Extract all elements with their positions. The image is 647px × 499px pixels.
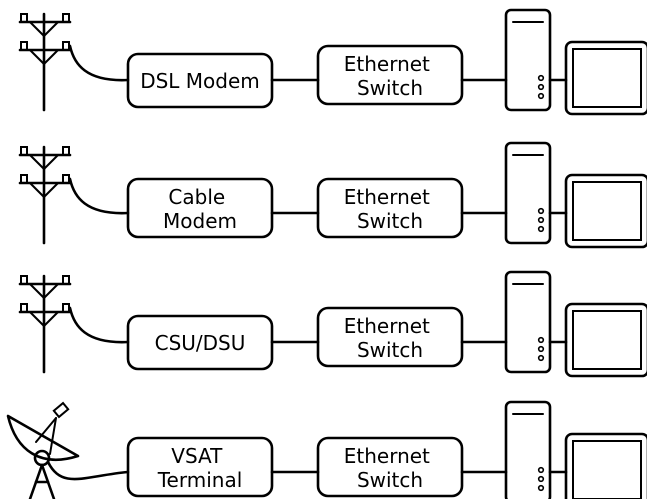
monitor-icon <box>564 432 647 499</box>
link-line <box>68 177 130 215</box>
svg-text:CSU/DSU: CSU/DSU <box>155 331 246 355</box>
connection-row-2: Cable Modem Ethernet Switch <box>18 141 647 249</box>
svg-text:Cable Modem: Cable Modem <box>163 185 237 233</box>
computer-tower-icon <box>504 141 552 245</box>
switch-label-line-2: Switch <box>357 76 423 100</box>
device-label-line-2: Terminal <box>157 468 243 492</box>
connection-row-3: CSU/DSU Ethernet Switch <box>18 270 647 378</box>
device-box <box>126 436 274 498</box>
svg-text:Ethernet Switch: Ethernet Switch <box>344 444 437 492</box>
device-label: CSU/DSU <box>155 331 246 355</box>
computer-tower-icon <box>504 270 552 374</box>
device-label-line-1: VSAT <box>171 444 223 468</box>
device-label-line-2: Modem <box>163 209 237 233</box>
switch-label-line-2: Switch <box>357 468 423 492</box>
switch-label-line-1: Ethernet <box>344 185 430 209</box>
connection-row-4: VSAT Terminal Ethernet Switch <box>6 400 647 499</box>
satellite-dish-icon <box>6 401 80 499</box>
svg-text:Ethernet Switch: Ethernet Switch <box>344 185 437 233</box>
link-line <box>68 44 130 82</box>
ethernet-switch-box <box>316 306 464 368</box>
monitor-icon <box>564 173 647 249</box>
link-line <box>46 460 130 481</box>
device-box <box>126 177 274 239</box>
link-line <box>68 306 130 344</box>
connection-row-1: DSL Modem Ethernet Switch <box>18 8 647 116</box>
switch-label-line-2: Switch <box>357 209 423 233</box>
svg-text:Ethernet Switch: Ethernet Switch <box>344 52 437 100</box>
switch-label-line-1: Ethernet <box>344 444 430 468</box>
utility-pole-icon <box>18 274 72 374</box>
ethernet-switch-box <box>316 177 464 239</box>
monitor-icon <box>564 40 647 116</box>
svg-text:VSAT Terminal: VSAT Terminal <box>157 444 243 492</box>
computer-tower-icon <box>504 8 552 112</box>
computer-tower-icon <box>504 400 552 499</box>
ethernet-switch-box <box>316 436 464 498</box>
monitor-icon <box>564 302 647 378</box>
ethernet-switch-box <box>316 44 464 106</box>
switch-label-line-1: Ethernet <box>344 314 430 338</box>
switch-label-line-2: Switch <box>357 338 423 362</box>
utility-pole-icon <box>18 12 72 112</box>
switch-label-line-1: Ethernet <box>344 52 430 76</box>
utility-pole-icon <box>18 145 72 245</box>
svg-text:DSL Modem: DSL Modem <box>140 69 260 93</box>
device-label-line-1: Cable <box>168 185 225 209</box>
svg-text:Ethernet Switch: Ethernet Switch <box>344 314 437 362</box>
device-label: DSL Modem <box>140 69 260 93</box>
